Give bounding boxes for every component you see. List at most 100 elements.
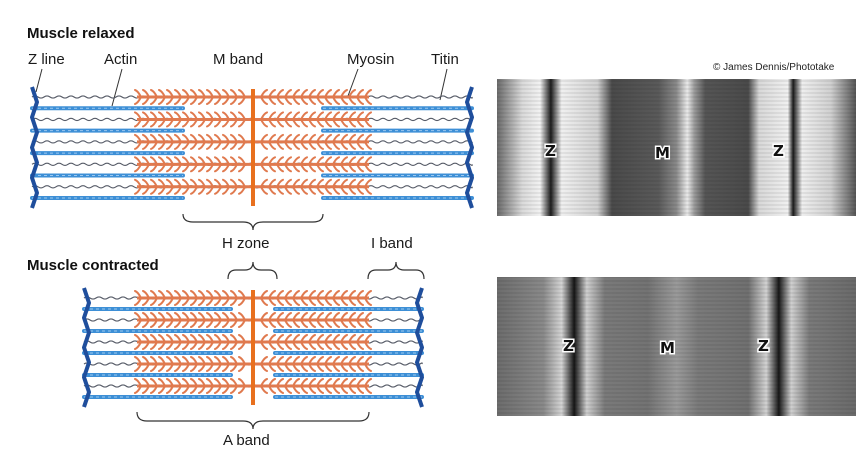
contracted-myosin-head <box>142 312 150 328</box>
contracted-myosin-head <box>134 356 142 372</box>
relaxed-myosin-head <box>332 178 340 195</box>
relaxed-myosin-head <box>276 89 284 105</box>
relaxed-myosin-head <box>206 111 214 128</box>
relaxed-myosin-head <box>364 111 372 128</box>
relaxed-myosin-head <box>238 111 246 128</box>
contracted-myosin-head <box>260 356 268 372</box>
contracted-myosin-head <box>348 378 356 394</box>
title-muscle-relaxed: Muscle relaxed <box>27 25 135 42</box>
relaxed-myosin-head <box>182 133 190 150</box>
relaxed-myosin-head <box>308 111 316 128</box>
relaxed-myosin-head <box>300 89 308 105</box>
relaxed-myosin-head <box>332 156 340 173</box>
contracted-myosin-head <box>356 312 364 328</box>
relaxed-myosin-head <box>206 89 214 105</box>
relaxed-myosin-head <box>316 133 324 150</box>
contracted-myosin-head <box>230 378 238 394</box>
contracted-myosin-head <box>268 356 276 372</box>
relaxed-myosin-head <box>300 133 308 150</box>
contracted-myosin-head <box>198 334 206 350</box>
contracted-myosin-head <box>198 378 206 394</box>
relaxed-myosin-head <box>230 133 238 150</box>
micrograph-relaxed-z-right: Z <box>773 142 784 160</box>
contracted-myosin-head <box>206 290 214 306</box>
relaxed-myosin-head <box>222 89 230 105</box>
relaxed-myosin-head <box>364 133 372 150</box>
contracted-myosin-head <box>206 378 214 394</box>
relaxed-myosin-head <box>316 178 324 195</box>
contracted-myosin-head <box>142 290 150 306</box>
contracted-myosin-head <box>182 334 190 350</box>
contracted-myosin-head <box>214 356 222 372</box>
relaxed-myosin-head <box>190 178 198 195</box>
contracted-myosin-head <box>324 334 332 350</box>
relaxed-myosin-head <box>348 89 356 105</box>
relaxed-myosin-head <box>206 133 214 150</box>
contracted-myosin-head <box>308 290 316 306</box>
contracted-myosin-head <box>182 312 190 328</box>
label-titin: Titin <box>431 51 459 68</box>
micrograph-contracted-m: M <box>660 339 675 357</box>
contracted-myosin-head <box>308 378 316 394</box>
relaxed-myosin-head <box>222 111 230 128</box>
relaxed-myosin-head <box>284 111 292 128</box>
relaxed-myosin-head <box>198 111 206 128</box>
contracted-myosin-head <box>190 334 198 350</box>
contracted-myosin-head <box>134 312 142 328</box>
relaxed-myosin-head <box>214 133 222 150</box>
relaxed-myosin-head <box>276 133 284 150</box>
relaxed-myosin-head <box>276 156 284 173</box>
contracted-myosin-head <box>276 334 284 350</box>
relaxed-myosin-head <box>284 156 292 173</box>
contracted-myosin-head <box>150 378 158 394</box>
contracted-myosin-head <box>300 378 308 394</box>
label-h-zone: H zone <box>222 235 270 252</box>
h-zone-contracted-brace <box>227 261 278 280</box>
contracted-z-line-right <box>415 287 424 408</box>
contracted-myosin-head <box>348 334 356 350</box>
contracted-myosin-head <box>340 378 348 394</box>
contracted-myosin-head <box>340 290 348 306</box>
relaxed-myosin-head <box>340 156 348 173</box>
contracted-myosin-head <box>174 356 182 372</box>
relaxed-myosin-head <box>276 178 284 195</box>
relaxed-myosin-head <box>150 133 158 150</box>
relaxed-z-line-right <box>465 86 474 209</box>
relaxed-myosin-head <box>356 133 364 150</box>
contracted-myosin-head <box>230 334 238 350</box>
contracted-myosin-head <box>190 356 198 372</box>
contracted-myosin-head <box>276 312 284 328</box>
contracted-myosin-head <box>340 312 348 328</box>
contracted-myosin-head <box>284 334 292 350</box>
contracted-myosin-head <box>300 290 308 306</box>
contracted-myosin-head <box>134 378 142 394</box>
relaxed-myosin-head <box>158 111 166 128</box>
relaxed-myosin-head <box>198 89 206 105</box>
contracted-myosin-head <box>198 290 206 306</box>
relaxed-myosin-head <box>166 133 174 150</box>
contracted-myosin-head <box>348 290 356 306</box>
contracted-myosin-head <box>324 312 332 328</box>
relaxed-myosin-head <box>308 133 316 150</box>
contracted-myosin-head <box>292 356 300 372</box>
contracted-myosin-head <box>332 334 340 350</box>
relaxed-myosin-head <box>324 111 332 128</box>
contracted-myosin-head <box>316 312 324 328</box>
micrograph-relaxed-m: M <box>655 144 670 162</box>
contracted-myosin-head <box>348 356 356 372</box>
contracted-myosin-head <box>238 356 246 372</box>
relaxed-myosin-head <box>316 111 324 128</box>
relaxed-myosin-head <box>238 178 246 195</box>
relaxed-myosin-head <box>238 133 246 150</box>
contracted-myosin-head <box>174 334 182 350</box>
relaxed-myosin-head <box>268 89 276 105</box>
relaxed-myosin-head <box>260 111 268 128</box>
relaxed-myosin-head <box>260 156 268 173</box>
relaxed-myosin-head <box>198 133 206 150</box>
contracted-myosin-head <box>300 312 308 328</box>
contracted-myosin-head <box>276 378 284 394</box>
relaxed-myosin-head <box>348 133 356 150</box>
sarcomere-relaxed-diagram <box>30 86 474 209</box>
relaxed-myosin-head <box>308 89 316 105</box>
